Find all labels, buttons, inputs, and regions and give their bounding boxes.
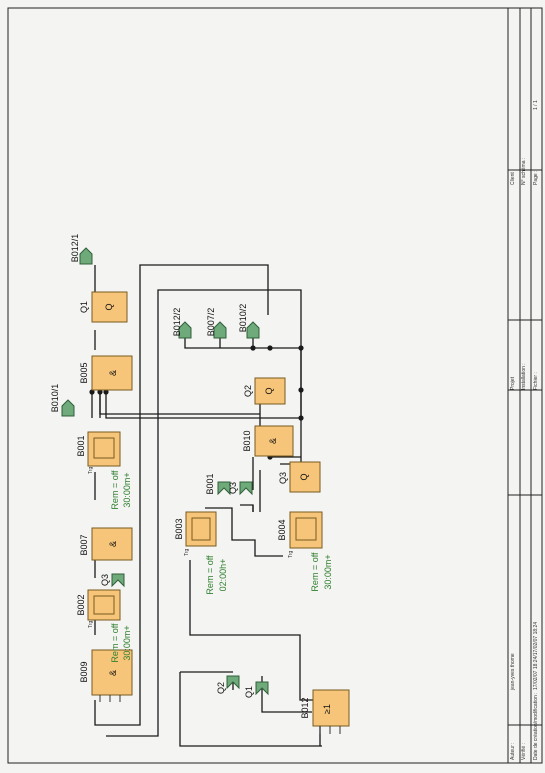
b004-trg: Trg <box>288 550 294 558</box>
tb-projet: Projet <box>510 376 516 390</box>
tb-page: Page : <box>533 171 539 185</box>
connector-q1-label: Q1 <box>244 686 254 698</box>
b003-param2: 02:00h+ <box>218 559 228 592</box>
connector-b001-label: B001 <box>205 473 215 494</box>
b004-label: B004 <box>277 519 287 540</box>
block-q1[interactable]: Q Q1 <box>79 291 128 323</box>
tb-auteur: Auteur : <box>510 742 516 760</box>
q3-symbol: Q <box>299 473 309 480</box>
b003-label: B003 <box>174 518 184 539</box>
b001-param2: 30:00m+ <box>122 472 132 507</box>
connector-b010-2[interactable]: B010/2 <box>238 304 260 339</box>
b010-label: B010 <box>242 430 252 451</box>
block-b003[interactable]: B003 Trg Rem = off 02:00h+ <box>174 511 228 595</box>
block-q2[interactable]: Q Q2 <box>243 377 286 405</box>
connector-q3-a-label: Q3 <box>100 574 110 586</box>
connector-b012-2-label: B012/2 <box>172 308 182 337</box>
b007-label: B007 <box>79 534 89 555</box>
b002-label: B002 <box>76 594 86 615</box>
connector-b012-1-label: B012/1 <box>70 234 80 263</box>
junctions <box>89 345 304 460</box>
connector-q3-a[interactable]: Q3 <box>100 573 125 588</box>
connector-b007-2-label: B007/2 <box>206 308 216 337</box>
b012-label: B012 <box>300 697 310 718</box>
b001-param1: Rem = off <box>110 470 120 510</box>
tb-author-value: jean-yves thome <box>510 653 516 691</box>
block-b009[interactable]: & B009 <box>79 649 133 702</box>
connector-q3-b-label: Q3 <box>228 482 238 494</box>
connector-b010-2-label: B010/2 <box>238 304 248 333</box>
sheet-border <box>7 7 543 764</box>
b001-label: B001 <box>76 435 86 456</box>
b012-symbol: ≥1 <box>322 704 332 714</box>
tb-date-value: 17/02/07 18:24/17/02/07 18:24 <box>533 622 539 690</box>
q1-symbol: Q <box>104 303 114 310</box>
b005-label: B005 <box>79 362 89 383</box>
b002-param2: 30:00m+ <box>122 625 132 660</box>
title-block: Auteur : Vérifié : Date de création/modi… <box>508 8 542 763</box>
connector-b012-2[interactable]: B012/2 <box>172 308 192 339</box>
connector-b010-1-label: B010/1 <box>50 384 60 413</box>
b004-param1: Rem = off <box>310 552 320 592</box>
b002-param1: Rem = off <box>110 623 120 663</box>
connector-b001[interactable]: B001 <box>205 473 231 496</box>
block-b007[interactable]: & B007 <box>79 527 133 561</box>
connector-b012-1[interactable]: B012/1 <box>70 234 93 265</box>
tb-installation: Installation : <box>521 363 527 390</box>
connector-b010-1[interactable]: B010/1 <box>50 384 75 417</box>
b005-symbol: & <box>108 370 118 376</box>
connector-q1[interactable]: Q1 <box>244 681 269 698</box>
tb-client: Client : <box>510 169 516 185</box>
q2-symbol: Q <box>264 387 274 394</box>
block-b004[interactable]: B004 Trg Rem = off 30:00m+ <box>277 511 333 592</box>
b002-trg: Trg <box>88 620 94 628</box>
connector-b007-2[interactable]: B007/2 <box>206 308 227 339</box>
b009-label: B009 <box>79 661 89 682</box>
b009-symbol: & <box>108 670 118 676</box>
tb-fichier: Fichier : <box>533 372 539 390</box>
connector-q3-b[interactable]: Q3 <box>228 481 253 496</box>
tb-page-value: 1 / 1 <box>533 100 539 110</box>
tb-schema: N° schéma : <box>521 158 527 185</box>
block-b001[interactable]: B001 Trg Rem = off 30:00m+ <box>76 431 132 510</box>
b010-symbol: & <box>268 438 278 444</box>
b007-symbol: & <box>108 541 118 547</box>
connector-q2-label: Q2 <box>216 682 226 694</box>
q1-label: Q1 <box>79 301 89 313</box>
b001-trg: Trg <box>88 466 94 474</box>
block-q3[interactable]: Q Q3 <box>278 461 321 493</box>
tb-verifie: Vérifié : <box>521 743 527 760</box>
b003-param1: Rem = off <box>205 555 215 595</box>
tb-date-label: Date de création/modification : <box>533 692 539 760</box>
block-b010[interactable]: & B010 <box>242 425 294 457</box>
b003-trg: Trg <box>184 548 190 556</box>
q3-label: Q3 <box>278 472 288 484</box>
q2-label: Q2 <box>243 385 253 397</box>
b004-param2: 30:00m+ <box>323 554 333 589</box>
block-b012[interactable]: ≥1 B012 <box>300 689 350 734</box>
block-b005[interactable]: & B005 <box>79 355 133 391</box>
block-b002[interactable]: B002 Trg Rem = off 30:00m+ <box>76 589 132 663</box>
connector-q2[interactable]: Q2 <box>216 675 240 694</box>
